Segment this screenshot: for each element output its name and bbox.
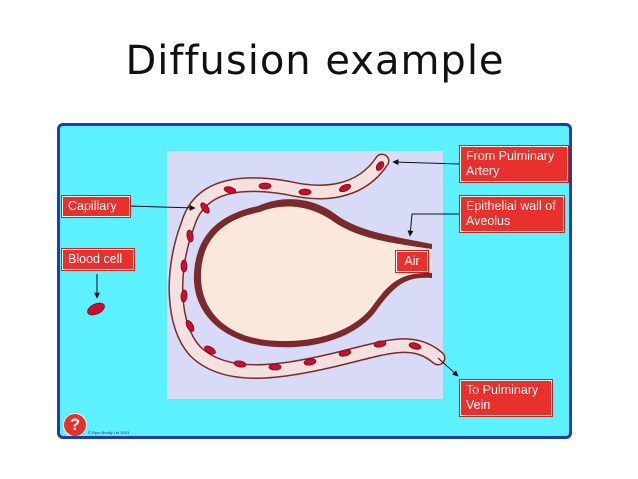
connector-lines (94, 159, 461, 377)
slide-title: Diffusion example (125, 38, 505, 84)
blood-cell-label: Blood cell (61, 248, 135, 271)
air-label: Air (395, 250, 429, 273)
to-vein-label: To Pulminary Vein (459, 379, 553, 417)
help-button[interactable]: ? (63, 413, 87, 436)
capillary-vessel (168, 153, 446, 379)
from-artery-label: From Pulminary Artery (459, 145, 569, 183)
blood-cells (180, 161, 422, 371)
alveolus (193, 199, 432, 348)
blood-cell-sample (87, 302, 105, 316)
copyright-text: © Rpm Bodily Ltd 2003 (88, 430, 130, 435)
alveolus-diagram (87, 153, 461, 379)
epithelial-wall-label: Epithelial wall of Aveolus (459, 195, 565, 233)
capillary-label: Capillary (61, 195, 131, 218)
diagram-panel: Capillary Blood cell From Pulminary Arte… (57, 123, 572, 439)
